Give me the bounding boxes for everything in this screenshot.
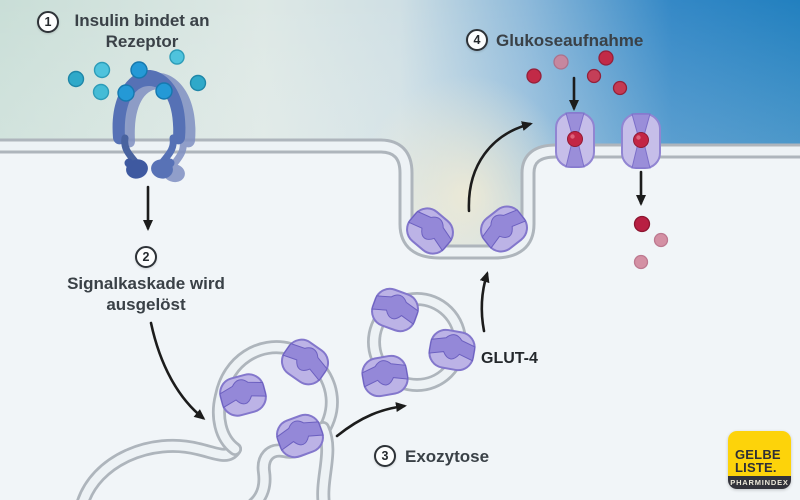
cell-exterior — [0, 0, 800, 252]
glucose-dots-intracellular — [633, 215, 669, 270]
step-3-badge: 3 — [374, 445, 396, 467]
step-2-line1: Signalkaskade wird — [67, 274, 225, 293]
step-2-line2: ausgelöst — [106, 295, 186, 314]
step-2-badge: 2 — [135, 246, 157, 268]
logo-brand-line2: LISTE. — [735, 460, 777, 475]
arrow-endosome-to-vesicle — [335, 402, 407, 438]
logo-brand-line1: GELBE — [735, 447, 781, 462]
arrow-vesicle-to-pit — [479, 271, 490, 333]
arrow-step2-to-endosome — [149, 321, 206, 420]
gelbe-liste-logo: GELBE LISTE. PHARMINDEX — [728, 431, 791, 489]
glut4-label: GLUT-4 — [481, 350, 538, 367]
step-1-line2: Rezeptor — [105, 32, 179, 51]
step-1-line1: Insulin bindet an — [74, 11, 210, 30]
logo-brand: GELBE LISTE. — [728, 431, 791, 476]
step-3-label: Exozytose — [405, 447, 490, 466]
step-2-label: Signalkaskade wird ausgelöst — [40, 273, 252, 315]
logo-subbrand: PHARMINDEX — [728, 476, 791, 489]
insulin-molecule-dots — [67, 49, 207, 102]
arrow-pit-to-membrane — [467, 121, 533, 213]
step-4-badge: 4 — [466, 29, 488, 51]
step-1-badge: 1 — [37, 11, 59, 33]
cell-membrane — [0, 138, 800, 260]
process-arrows — [143, 76, 646, 438]
step-1-label: Insulin bindet an Rezeptor — [62, 10, 222, 52]
glucose-molecule-dots — [526, 50, 628, 96]
step-4-label: Glukoseaufnahme — [496, 31, 644, 50]
